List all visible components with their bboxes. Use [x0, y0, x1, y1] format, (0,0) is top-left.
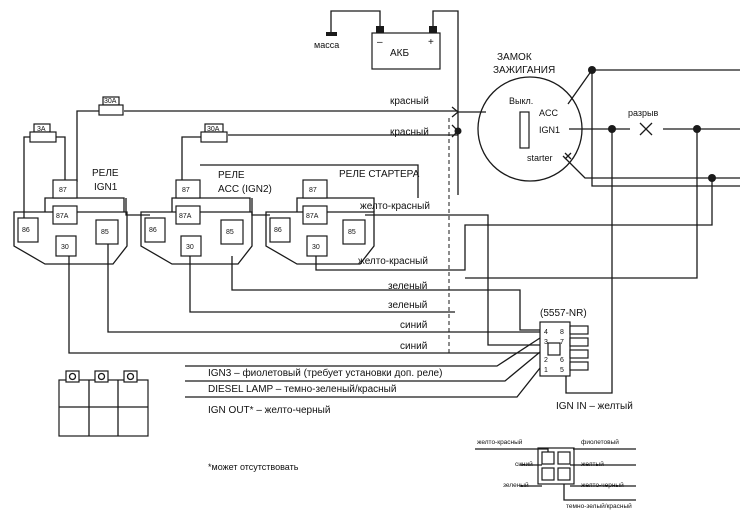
- output-ign-out: IGN OUT* – желто-черный: [208, 405, 330, 416]
- relay-ign1-outline: [13, 211, 128, 265]
- svg-text:2: 2: [544, 357, 548, 364]
- relay-acc-pins: 87 87A 86 30 85: [144, 179, 244, 257]
- svg-text:87: 87: [182, 187, 190, 194]
- svg-text:30: 30: [61, 244, 69, 251]
- fuse-small-label: 3A: [37, 126, 46, 133]
- break-mark: [639, 122, 653, 136]
- connector-legend: желто-красный фиолетовый синий желтый зе…: [475, 438, 636, 510]
- svg-text:7: 7: [560, 339, 564, 346]
- fuse-main-holder: [98, 104, 124, 116]
- svg-text:1: 1: [544, 367, 548, 374]
- ignition-switch: ЗАМОК ЗАЖИГАНИЯ Выкл. ACC IGN1 starter: [477, 52, 583, 182]
- svg-text:85: 85: [226, 229, 234, 236]
- legend-violet: фиолетовый: [581, 438, 619, 446]
- relay-ign1-title-2: IGN1: [94, 182, 118, 193]
- battery-box: [371, 32, 441, 70]
- relay-starter-pins: 87 87A 86 30 85: [269, 179, 366, 257]
- wire-green-2: зеленый: [388, 300, 427, 311]
- output-ign3: IGN3 – фиолетовый (требует установки доп…: [208, 367, 442, 379]
- svg-text:87A: 87A: [306, 213, 319, 220]
- ignition-title-1: ЗАМОК: [497, 52, 532, 63]
- fuse-small-3a: 3A: [29, 123, 57, 143]
- legend-blue: синий: [515, 460, 533, 468]
- svg-text:30: 30: [312, 244, 320, 251]
- fuse-small-holder: [29, 131, 57, 143]
- svg-text:87: 87: [309, 187, 317, 194]
- wire-blue-1: синий: [400, 320, 427, 331]
- fuse-ign1-30a: 30A: [200, 123, 228, 143]
- svg-text:3: 3: [544, 339, 548, 346]
- module-5557-nr: 4 3 2 1 8 7 6 5: [539, 321, 589, 377]
- legend-yellow: желтый: [581, 460, 604, 468]
- svg-text:86: 86: [22, 227, 30, 234]
- ignition-switch-circle: [477, 76, 583, 182]
- wire-yellow-red-2: желто-красный: [358, 256, 428, 267]
- output-diesel-lamp: DIESEL LAMP – темно-зеленый/красный: [208, 384, 396, 395]
- relay-starter-title: РЕЛЕ СТАРТЕРА: [339, 169, 420, 180]
- wire-red-1: красный: [390, 96, 429, 107]
- ignition-off-label: Выкл.: [509, 96, 533, 106]
- fuse-main-30a: 30A: [98, 96, 124, 116]
- legend-dark-green-red: темно-зелый/красный: [566, 502, 632, 510]
- svg-text:4: 4: [544, 329, 548, 336]
- ground-symbol: [326, 32, 337, 36]
- module-body: [539, 321, 571, 377]
- fuse-ign1-label: 30A: [207, 126, 220, 133]
- fuse-main-label: 30A: [104, 98, 117, 105]
- battery: АКБ – +: [371, 26, 441, 70]
- ignition-ign1-label: IGN1: [539, 125, 560, 135]
- relay-acc-title-1: РЕЛЕ: [218, 170, 245, 181]
- svg-text:8: 8: [560, 329, 564, 336]
- input-ign-in: IGN IN – желтый: [556, 401, 633, 412]
- svg-text:86: 86: [149, 227, 157, 234]
- svg-text:5: 5: [560, 367, 564, 374]
- wire-blue-2: синий: [400, 341, 427, 352]
- ignition-acc-label: ACC: [539, 108, 559, 118]
- svg-text:85: 85: [101, 229, 109, 236]
- relay-acc-title-2: ACC (IGN2): [218, 184, 272, 195]
- wire-yellow-red-1: желто-красный: [360, 201, 430, 212]
- ignition-title-2: ЗАЖИГАНИЯ: [493, 65, 555, 76]
- wire-red-2: красный: [390, 127, 429, 138]
- battery-plus: +: [428, 37, 434, 48]
- fuse-box: [58, 370, 149, 437]
- ignition-key-slot: [519, 111, 530, 149]
- footnote: *может отсутствовать: [208, 462, 299, 472]
- svg-text:87A: 87A: [56, 213, 69, 220]
- ignition-starter-label: starter: [527, 153, 553, 163]
- legend-yellow-black: желто-черный: [581, 481, 624, 489]
- battery-label: АКБ: [390, 48, 409, 59]
- svg-text:86: 86: [274, 227, 282, 234]
- module-label: (5557-NR): [540, 308, 587, 319]
- wire-green-1: зеленый: [388, 281, 427, 292]
- svg-text:87A: 87A: [179, 213, 192, 220]
- legend-yellow-red: желто-красный: [477, 438, 523, 446]
- break-label: разрыв: [628, 108, 659, 118]
- fuse-ign1-holder: [200, 131, 228, 143]
- svg-text:6: 6: [560, 357, 564, 364]
- svg-text:85: 85: [348, 229, 356, 236]
- legend-green: зеленый: [503, 481, 529, 489]
- relay-ign1-title-1: РЕЛЕ: [92, 168, 119, 179]
- relay-ign1-pins: 87 87A 86 30 85: [17, 179, 119, 257]
- svg-text:87: 87: [59, 187, 67, 194]
- svg-text:30: 30: [186, 244, 194, 251]
- battery-minus: –: [377, 37, 383, 48]
- ground-label: масса: [314, 40, 339, 50]
